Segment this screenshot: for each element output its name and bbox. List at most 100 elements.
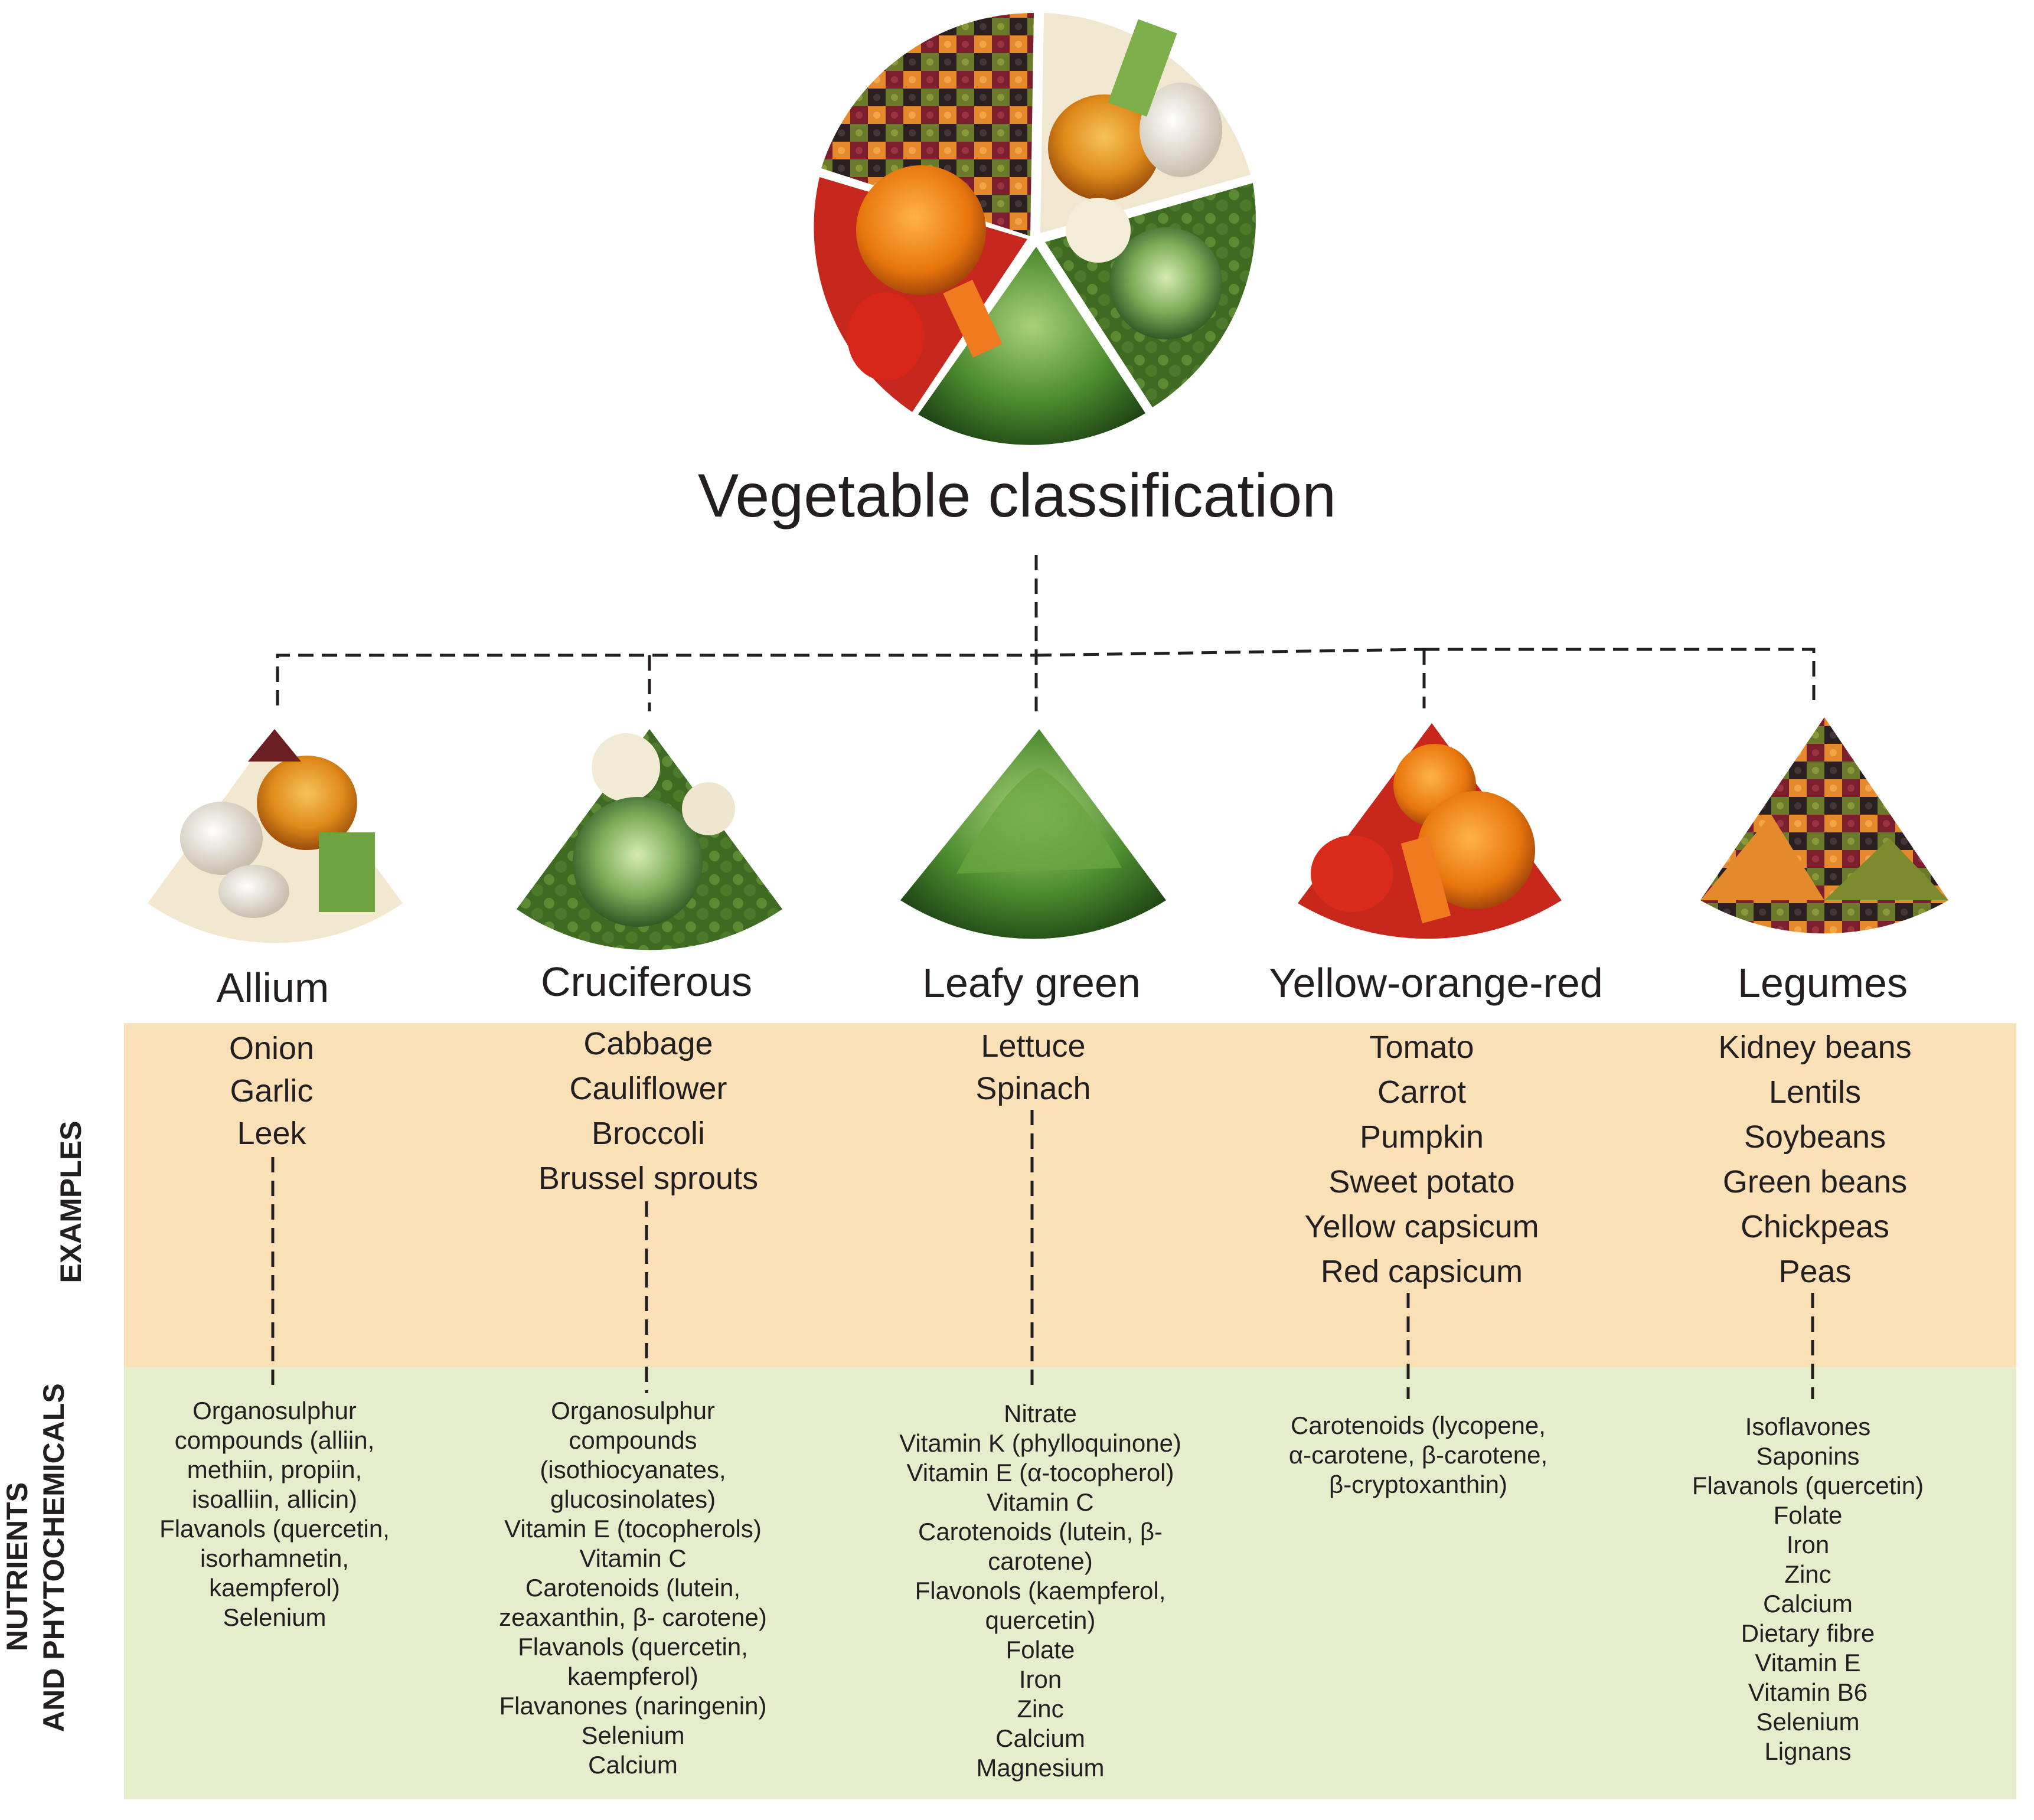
- nutrients-allium: Organosulphur compounds (alliin, methiin…: [92, 1396, 458, 1632]
- nutrient-item: Vitamin E: [1755, 1649, 1861, 1677]
- category-title-legumes: Legumes: [1738, 960, 1908, 1006]
- examples-legumes: Kidney beans Lentils Soybeans Green bean…: [1608, 1025, 2022, 1294]
- nutrient-item: Carotenoids (lycopene,: [1291, 1411, 1546, 1439]
- example-item: Red capsicum: [1320, 1254, 1523, 1289]
- classification-tree-connectors: [276, 555, 1816, 711]
- nutrient-item: Flavanols (quercetin,: [518, 1633, 748, 1661]
- nutrient-item: carotene): [988, 1547, 1093, 1575]
- examples-allium: Onion Garlic Leek: [65, 1027, 478, 1155]
- examples-band: [124, 1023, 2016, 1367]
- nutrient-item: Organosulphur: [551, 1397, 715, 1424]
- examples-cruciferous: Cabbage Cauliflower Broccoli Brussel spr…: [442, 1021, 855, 1201]
- category-title-cruciferous: Cruciferous: [541, 959, 752, 1005]
- nutrients-side-label: NUTRIENTS AND PHYTOCHEMICALS: [0, 1383, 72, 1732]
- nutrient-item: glucosinolates): [550, 1485, 716, 1513]
- nutrient-item: Vitamin C: [987, 1488, 1094, 1516]
- nutrient-item: kaempferol): [209, 1574, 340, 1602]
- example-item: Brussel sprouts: [538, 1161, 759, 1196]
- nutrient-item: Flavanols (quercetin): [1692, 1472, 1924, 1499]
- nutrient-item: Calcium: [995, 1724, 1085, 1752]
- nutrient-item: Saponins: [1756, 1442, 1860, 1470]
- nutrient-item: Vitamin E (α-tocopherol): [906, 1459, 1174, 1486]
- nutrient-item: Vitamin E (tocopherols): [504, 1515, 762, 1543]
- nutrient-item: kaempferol): [567, 1662, 698, 1690]
- nutrient-item: Flavonols (kaempferol,: [915, 1577, 1166, 1605]
- nutrient-item: (isothiocyanates,: [540, 1456, 726, 1484]
- nutrient-item: Selenium: [223, 1603, 327, 1631]
- nutrient-item: Dietary fibre: [1741, 1619, 1875, 1647]
- nutrient-item: Calcium: [588, 1751, 678, 1779]
- nutrients-legumes: Isoflavones Saponins Flavanols (querceti…: [1625, 1412, 1991, 1766]
- nutrient-item: isoalliin, allicin): [191, 1485, 358, 1513]
- nutrient-item: α-carotene, β-carotene,: [1288, 1441, 1548, 1469]
- nutrient-item: β-cryptoxanthin): [1329, 1471, 1507, 1498]
- nutrients-leafy-green: Nitrate Vitamin K (phylloquinone) Vitami…: [857, 1399, 1223, 1783]
- yellow-orange-red-wedge-image: [1298, 723, 1562, 939]
- example-item: Garlic: [230, 1073, 314, 1109]
- nutrient-item: Iron: [1018, 1665, 1062, 1693]
- nutrient-item: Organosulphur: [192, 1397, 357, 1424]
- example-item: Tomato: [1369, 1030, 1474, 1065]
- nutrient-item: compounds: [569, 1426, 697, 1454]
- nutrient-item: Zinc: [1784, 1560, 1831, 1588]
- nutrients-band: [124, 1367, 2016, 1799]
- example-item: Yellow capsicum: [1304, 1209, 1539, 1244]
- category-title-yellow-orange-red: Yellow-orange-red: [1269, 960, 1603, 1006]
- nutrient-item: Selenium: [581, 1721, 685, 1749]
- nutrient-item: Vitamin K (phylloquinone): [899, 1429, 1181, 1457]
- nutrient-item: Carotenoids (lutein,: [525, 1574, 741, 1602]
- example-item: Spinach: [975, 1071, 1091, 1106]
- column-connectors: [271, 1110, 1814, 1399]
- examples-yellow-orange-red: Tomato Carrot Pumpkin Sweet potato Yello…: [1215, 1025, 1628, 1294]
- example-item: Carrot: [1377, 1074, 1467, 1110]
- nutrient-item: Vitamin C: [579, 1544, 687, 1572]
- nutrient-item: isorhamnetin,: [200, 1544, 350, 1572]
- nutrient-item: Isoflavones: [1745, 1413, 1871, 1440]
- nutrient-item: Calcium: [1763, 1590, 1853, 1618]
- examples-leafy-green: Lettuce Spinach: [827, 1025, 1240, 1110]
- vegetable-photo-wheel: [814, 13, 1256, 445]
- nutrient-item: Carotenoids (lutein, β-: [918, 1518, 1163, 1545]
- example-item: Green beans: [1722, 1164, 1908, 1200]
- nutrients-side-label-line1: NUTRIENTS: [1, 1482, 34, 1652]
- example-item: Leek: [237, 1116, 306, 1151]
- example-item: Onion: [228, 1031, 315, 1066]
- nutrient-item: Lignans: [1764, 1737, 1852, 1765]
- nutrient-item: Nitrate: [1004, 1400, 1077, 1427]
- legumes-wedge-image: [1700, 717, 1948, 934]
- nutrient-item: Flavanones (naringenin): [499, 1692, 767, 1720]
- allium-wedge-image: [148, 729, 403, 943]
- category-title-leafy-green: Leafy green: [922, 960, 1141, 1006]
- nutrients-cruciferous: Organosulphur compounds (isothiocyanates…: [450, 1396, 816, 1780]
- example-item: Chickpeas: [1740, 1209, 1890, 1244]
- example-item: Pumpkin: [1359, 1119, 1484, 1155]
- leafy-green-wedge-image: [900, 729, 1166, 939]
- nutrients-yellow-orange-red: Carotenoids (lycopene, α-carotene, β-car…: [1235, 1411, 1601, 1499]
- example-item: Sweet potato: [1328, 1164, 1515, 1200]
- category-title-allium: Allium: [216, 965, 329, 1011]
- nutrient-item: Selenium: [1756, 1708, 1860, 1736]
- nutrients-side-label-line2: AND PHYTOCHEMICALS: [37, 1383, 70, 1732]
- nutrient-item: quercetin): [985, 1606, 1096, 1634]
- example-item: Lettuce: [981, 1028, 1086, 1064]
- nutrient-item: Folate: [1773, 1501, 1843, 1529]
- cruciferous-wedge-image: [517, 729, 782, 950]
- example-item: Cauliflower: [569, 1071, 727, 1106]
- nutrient-item: zeaxanthin, β- carotene): [499, 1603, 767, 1631]
- nutrient-item: Folate: [1005, 1636, 1075, 1664]
- example-item: Soybeans: [1744, 1119, 1886, 1155]
- nutrient-item: Flavanols (quercetin,: [159, 1515, 390, 1543]
- nutrient-item: Magnesium: [976, 1754, 1105, 1782]
- nutrient-item: compounds (alliin,: [174, 1426, 375, 1454]
- nutrient-item: methiin, propiin,: [187, 1456, 363, 1484]
- example-item: Broccoli: [591, 1116, 706, 1151]
- example-item: Peas: [1778, 1254, 1852, 1289]
- example-item: Kidney beans: [1718, 1030, 1912, 1065]
- example-item: Cabbage: [583, 1026, 713, 1061]
- nutrient-item: Vitamin B6: [1748, 1678, 1868, 1706]
- nutrient-item: Zinc: [1017, 1695, 1064, 1723]
- page-title: Vegetable classification: [697, 462, 1337, 530]
- example-item: Lentils: [1768, 1074, 1862, 1110]
- nutrient-item: Iron: [1786, 1531, 1830, 1558]
